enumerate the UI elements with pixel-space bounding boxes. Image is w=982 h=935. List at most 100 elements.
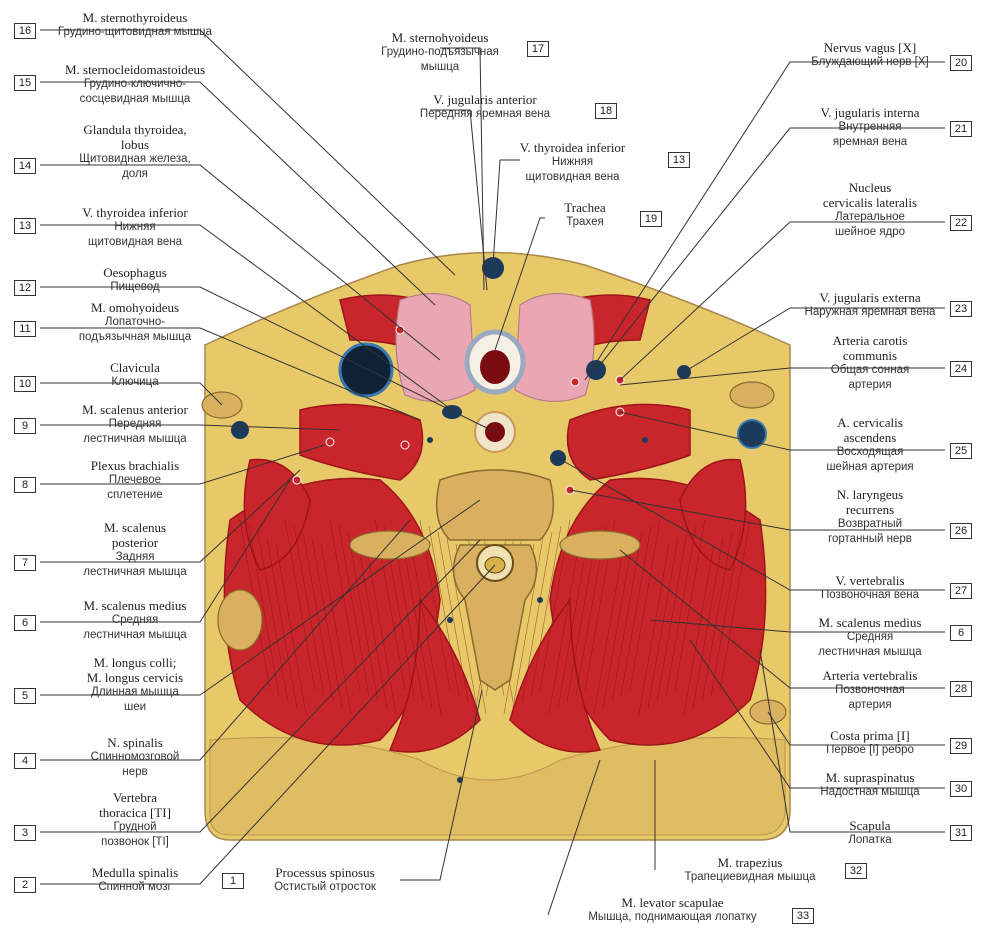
latin-term: cervicalis lateralis [790, 195, 950, 210]
russian-term: Передняя яремная вена [380, 107, 590, 122]
leader-bottom-1 [400, 690, 482, 880]
latin-term: V. jugularis anterior [380, 92, 590, 107]
label-number: 10 [14, 376, 36, 392]
russian-term: Спинной мозг [40, 880, 230, 895]
russian-term: щитовидная вена [40, 235, 230, 250]
russian-term: Щитовидная железа, [40, 152, 230, 167]
latin-term: lobus [40, 137, 230, 152]
russian-term: позвонок [TI] [40, 835, 230, 850]
label-text: M. scalenus mediusСредняялестничная мышц… [790, 615, 950, 660]
label-text: Arteria carotiscommunisОбщая соннаяартер… [790, 333, 950, 393]
russian-term: Латеральное [790, 210, 950, 225]
label-number: 8 [14, 477, 36, 493]
label-text: Nervus vagus [X]Блуждающий нерв [X] [790, 40, 950, 70]
label-number: 24 [950, 361, 972, 377]
russian-term: Пищевод [40, 280, 230, 295]
label-number: 19 [640, 211, 662, 227]
russian-term: доля [40, 167, 230, 182]
russian-term: артерия [790, 378, 950, 393]
russian-term: Мышца, поднимающая лопатку [555, 910, 790, 925]
latin-term: M. levator scapulae [555, 895, 790, 910]
label-number: 14 [14, 158, 36, 174]
label-text: ScapulaЛопатка [790, 818, 950, 848]
label-number: 1 [222, 873, 244, 889]
latin-term: V. vertebralis [790, 573, 950, 588]
label-number: 22 [950, 215, 972, 231]
russian-term: лестничная мышца [790, 645, 950, 660]
russian-term: Восходящая [790, 445, 950, 460]
label-number: 2 [14, 877, 36, 893]
label-text: V. thyroidea inferiorНижняящитовидная ве… [480, 140, 665, 185]
russian-term: Остистый отросток [245, 880, 405, 895]
label-number: 9 [14, 418, 36, 434]
latin-term: N. spinalis [40, 735, 230, 750]
russian-term: Грудной [40, 820, 230, 835]
russian-term: Возвратный [790, 517, 950, 532]
label-number: 20 [950, 55, 972, 71]
russian-term: Трахея [545, 215, 625, 230]
russian-term: Задняя [40, 550, 230, 565]
russian-term: Нижняя [40, 220, 230, 235]
latin-term: M. trapezius [660, 855, 840, 870]
russian-term: Блуждающий нерв [X] [790, 55, 950, 70]
russian-term: Грудино-подъязычная [350, 45, 530, 60]
latin-term: M. sternohyoideus [350, 30, 530, 45]
latin-term: M. sternothyroideus [40, 10, 230, 25]
latin-term: A. cervicalis [790, 415, 950, 430]
label-text: M. supraspinatusНадостная мышца [790, 770, 950, 800]
latin-term: V. jugularis externa [790, 290, 950, 305]
latin-term: M. longus cervicis [40, 670, 230, 685]
russian-term: артерия [790, 698, 950, 713]
russian-term: сплетение [40, 488, 230, 503]
label-text: Vertebrathoracica [TI]Груднойпозвонок [T… [40, 790, 230, 850]
label-number: 31 [950, 825, 972, 841]
russian-term: Передняя [40, 417, 230, 432]
label-text: V. vertebralisПозвоночная вена [790, 573, 950, 603]
latin-term: M. longus colli; [40, 655, 230, 670]
label-text: M. scalenus mediusСредняялестничная мышц… [40, 598, 230, 643]
latin-term: Vertebra [40, 790, 230, 805]
latin-term: M. supraspinatus [790, 770, 950, 785]
russian-term: шеи [40, 700, 230, 715]
latin-term: Medulla spinalis [40, 865, 230, 880]
russian-term: лестничная мышца [40, 432, 230, 447]
label-text: V. thyroidea inferiorНижняящитовидная ве… [40, 205, 230, 250]
label-number: 11 [14, 321, 36, 337]
leader-top-17 [440, 48, 484, 290]
latin-term: Trachea [545, 200, 625, 215]
label-number: 30 [950, 781, 972, 797]
label-number: 25 [950, 443, 972, 459]
russian-term: Внутренняя [790, 120, 950, 135]
russian-term: Наружная яремная вена [790, 305, 950, 320]
latin-term: Costa prima [I] [790, 728, 950, 743]
russian-term: Грудино-ключично- [40, 77, 230, 92]
latin-term: Clavicula [40, 360, 230, 375]
russian-term: Ключица [40, 375, 230, 390]
russian-term: Длинная мышца [40, 685, 230, 700]
label-number: 33 [792, 908, 814, 924]
leader-top-18 [430, 110, 487, 290]
russian-term: Позвоночная [790, 683, 950, 698]
label-text: M. trapeziusТрапециевидная мышца [660, 855, 840, 885]
latin-term: M. scalenus medius [40, 598, 230, 613]
label-number: 29 [950, 738, 972, 754]
label-text: ClaviculaКлючица [40, 360, 230, 390]
label-number: 21 [950, 121, 972, 137]
label-number: 3 [14, 825, 36, 841]
label-text: M. longus colli;M. longus cervicisДлинна… [40, 655, 230, 715]
latin-term: Nucleus [790, 180, 950, 195]
latin-term: M. scalenus medius [790, 615, 950, 630]
label-number: 23 [950, 301, 972, 317]
russian-term: Нижняя [480, 155, 665, 170]
latin-term: Glandula thyroidea, [40, 122, 230, 137]
label-text: M. sternothyroideusГрудино-щитовидная мы… [40, 10, 230, 40]
russian-term: Грудино-щитовидная мышца [40, 25, 230, 40]
russian-term: Спинномозговой [40, 750, 230, 765]
latin-term: V. thyroidea inferior [40, 205, 230, 220]
russian-term: Лопатка [790, 833, 950, 848]
